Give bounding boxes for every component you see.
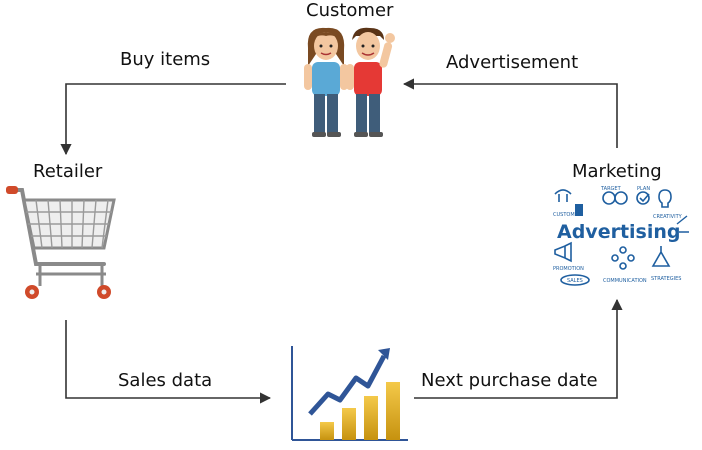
rising-bar-chart-icon	[291, 346, 408, 441]
collage-headline: Advertising	[557, 221, 681, 243]
arrow-buy-items	[60, 83, 286, 156]
collage-word-plan: PLAN	[637, 186, 650, 192]
advertisement-label: Advertisement	[446, 52, 579, 73]
collage-word-promotion: PROMOTION	[553, 266, 584, 272]
retailer-label: Retailer	[33, 161, 103, 182]
next-purchase-date-label: Next purchase date	[421, 370, 598, 391]
sales-data-label: Sales data	[118, 370, 213, 391]
collage-word-communication: COMMUNICATION	[603, 278, 647, 284]
arrow-advertisement	[402, 78, 618, 148]
shopping-cart-icon	[6, 186, 116, 299]
collage-word-target: TARGET	[600, 186, 622, 192]
marketing-label: Marketing	[572, 161, 662, 182]
customer-label: Customer	[306, 0, 394, 21]
buy-items-label: Buy items	[120, 49, 211, 70]
collage-word-strategies: STRATEGIES	[651, 276, 681, 282]
collage-word-sales: SALES	[567, 278, 583, 284]
collage-word-creativity: CREATIVITY	[653, 214, 683, 220]
advertising-collage-icon: CUSTOMER TARGET PLAN CREATIVITY Advertis…	[553, 186, 689, 286]
collage-word-customer: CUSTOMER	[553, 212, 582, 218]
two-people-waving-icon	[304, 27, 395, 137]
arrow-sales-data	[65, 320, 272, 404]
arrow-next-purchase-date	[414, 298, 623, 399]
